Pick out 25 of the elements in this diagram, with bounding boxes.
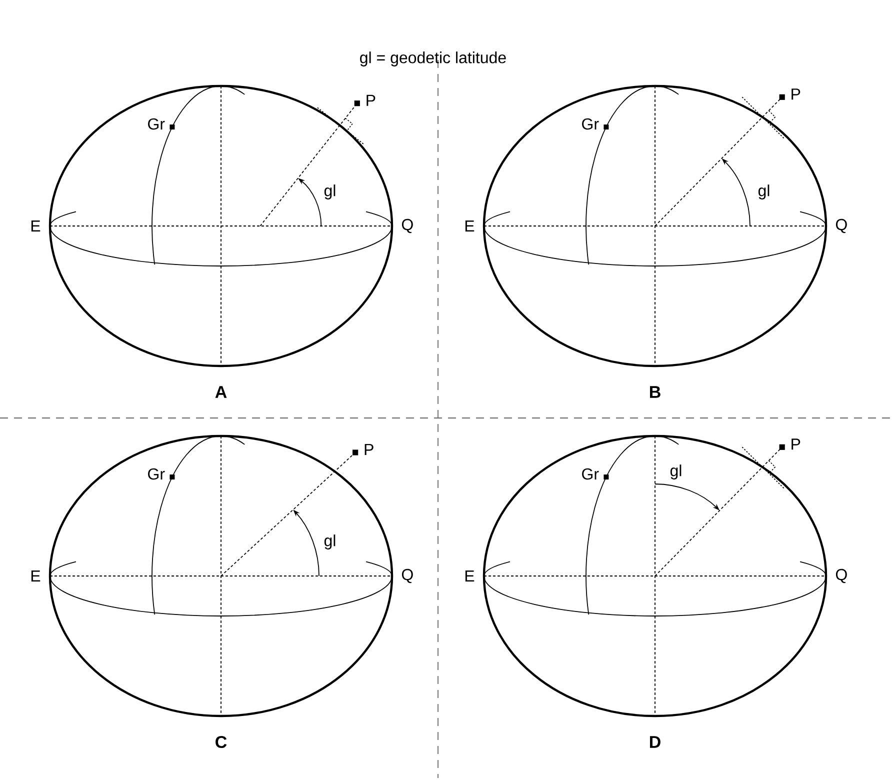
point-label: E — [465, 570, 474, 582]
point-label: Q — [402, 568, 413, 584]
angle-label: gl — [758, 184, 770, 200]
point-label: Q — [402, 218, 413, 234]
point-label: Gr — [582, 118, 599, 130]
point-label: Q — [836, 218, 847, 234]
point-label: Gr — [582, 468, 599, 480]
panel-letter: B — [650, 386, 660, 398]
point-label: E — [31, 220, 40, 232]
point-label: Gr — [148, 118, 165, 130]
panel-letter: D — [650, 736, 660, 748]
point-label: Q — [836, 568, 847, 584]
point-label: P — [366, 94, 376, 106]
angle-label: gl — [324, 534, 336, 550]
point-label: P — [792, 438, 800, 450]
point-label: E — [465, 220, 474, 232]
point-label: E — [31, 570, 40, 582]
panel-letter: C — [216, 736, 227, 748]
point-label: P — [792, 88, 800, 100]
point-label: Gr — [148, 468, 165, 480]
panel-letter: A — [215, 386, 227, 398]
point-label: P — [364, 444, 374, 455]
angle-label: gl — [324, 184, 336, 200]
angle-label: gl — [670, 464, 682, 480]
title: gl = geodetic latitude — [360, 52, 506, 66]
